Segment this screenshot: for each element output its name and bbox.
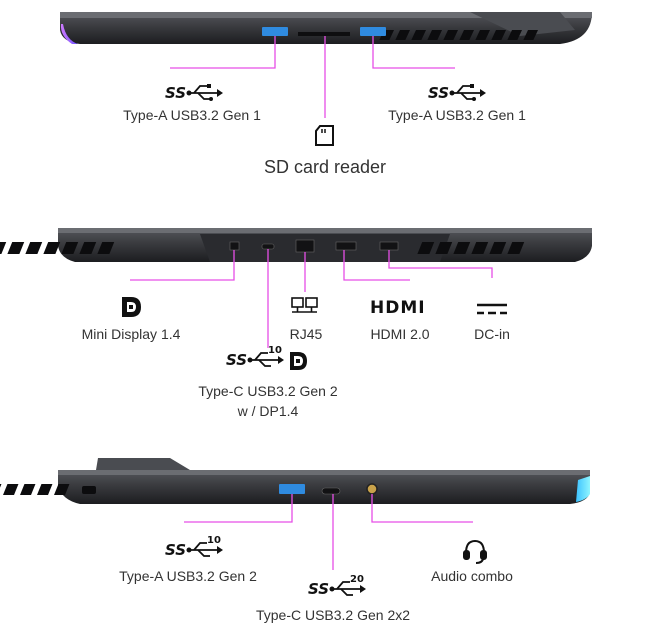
hdmi-port [335, 241, 357, 251]
svg-text:SS: SS [165, 84, 186, 102]
lock-slot [82, 486, 96, 494]
port-label-hdmi: HDMI 2.0 [370, 326, 430, 342]
port-label-type-c-line1: Type-C USB3.2 Gen 2 [198, 383, 338, 399]
laptop-side-left [60, 12, 592, 44]
port-label-type-c-gen2x2: Type-C USB3.2 Gen 2x2 [255, 607, 411, 623]
dc-in-icon [477, 303, 507, 315]
usb-a-port [279, 484, 305, 494]
sd-card-icon [315, 125, 334, 146]
ss-usb-10-icon: SS 10 [226, 345, 284, 369]
svg-text:HDMI: HDMI [370, 298, 426, 318]
hdmi-icon: HDMI [370, 298, 426, 318]
usb-c-port [261, 243, 275, 250]
svg-text:SS: SS [165, 541, 186, 559]
headset-icon [463, 539, 487, 564]
displayport-icon [122, 297, 141, 317]
mini-dp-port [229, 241, 240, 251]
svg-text:SS: SS [308, 580, 329, 598]
svg-text:10: 10 [207, 535, 221, 546]
port-label-usb-a-right: Type-A USB3.2 Gen 1 [388, 107, 526, 123]
sd-slot [298, 32, 350, 36]
port-label-dc-in: DC-in [474, 326, 510, 342]
svg-text:SS: SS [428, 84, 449, 102]
svg-text:10: 10 [268, 345, 282, 356]
ss-usb-20-icon: SS 20 [308, 574, 366, 598]
svg-text:20: 20 [350, 574, 364, 585]
port-label-audio-combo: Audio combo [431, 568, 513, 584]
displayport-icon [290, 352, 307, 370]
usb-a-port [262, 27, 288, 36]
connector-lines [170, 36, 455, 118]
laptop-rear [0, 228, 592, 262]
port-label-type-c-line2: w / DP1.4 [237, 403, 299, 419]
port-label-rj45: RJ45 [289, 326, 323, 342]
usb-c-port [321, 487, 341, 495]
dc-in-port [379, 241, 399, 251]
ss-usb-10-icon: SS 10 [165, 535, 223, 559]
laptop-side-right [0, 458, 590, 504]
rj45-port [295, 239, 315, 253]
ss-usb-icon: SS [165, 84, 223, 102]
ss-usb-icon: SS [428, 84, 486, 102]
port-label-mini-dp: Mini Display 1.4 [81, 326, 181, 342]
connector-lines [184, 494, 473, 570]
usb-a-port [360, 27, 386, 36]
port-label-sd-card: SD card reader [263, 157, 387, 177]
audio-jack [366, 483, 378, 495]
vent-grille [379, 30, 539, 40]
svg-text:SS: SS [226, 351, 247, 369]
vent-grille [0, 484, 70, 495]
port-label-usb-a-gen2: Type-A USB3.2 Gen 2 [119, 568, 257, 584]
vent-grille [0, 242, 525, 254]
rj45-icon [291, 297, 318, 313]
port-label-usb-a-left: Type-A USB3.2 Gen 1 [123, 107, 261, 123]
connector-lines [130, 249, 493, 348]
